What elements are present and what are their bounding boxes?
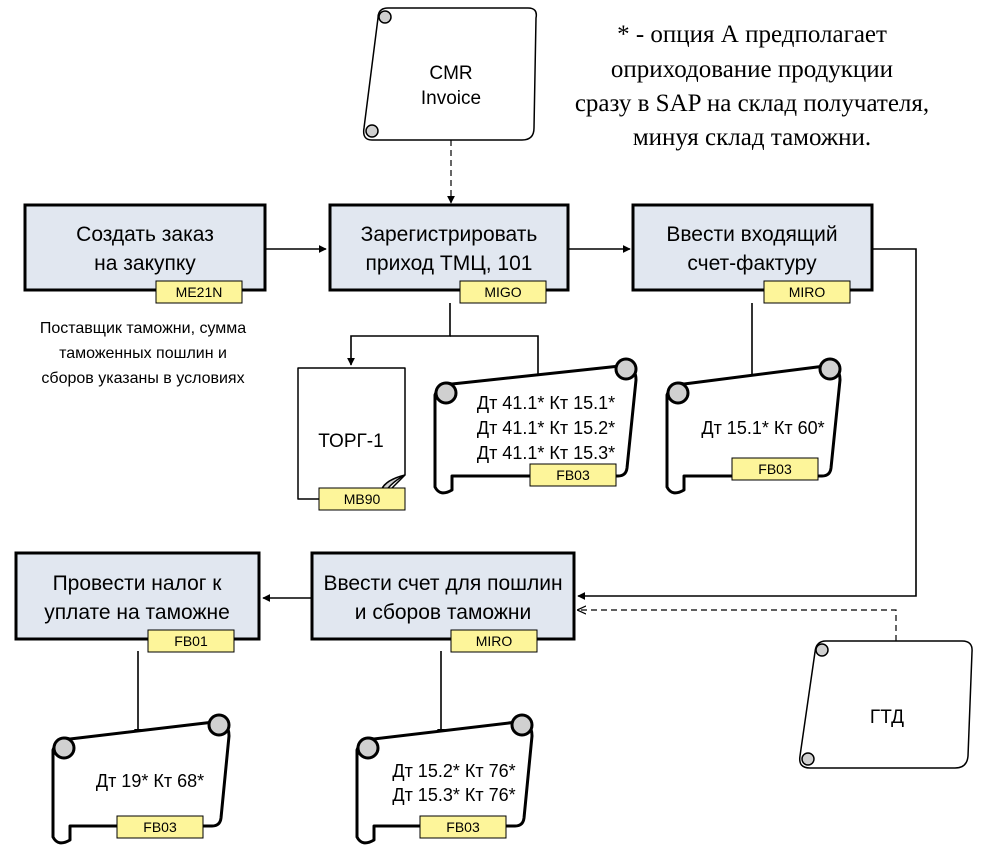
step-register-receipt: Зарегистрировать приход ТМЦ, 101 MIGO bbox=[328, 203, 570, 304]
posting-entry: Дт 15.2* Кт 76* bbox=[392, 761, 515, 781]
step-label: Зарегистрировать bbox=[361, 223, 538, 246]
step-post-customs-tax: Провести налог к уплате на таможне FB01 bbox=[14, 551, 261, 653]
scroll-curl-icon bbox=[815, 643, 829, 657]
connector-migo-to-torg bbox=[347, 303, 451, 366]
scroll-curl-icon bbox=[356, 736, 380, 760]
supplier-note-line: Поставщик таможни, сумма bbox=[40, 320, 246, 337]
scroll-curl-icon bbox=[510, 713, 534, 737]
connector-gtd-to-customs-invoice bbox=[578, 610, 897, 641]
step-label: Создать заказ bbox=[76, 223, 214, 246]
supplier-note: Поставщик таможни, сумма таможенных пошл… bbox=[40, 320, 246, 387]
step-label: Провести налог к bbox=[53, 572, 223, 595]
tcode-badge bbox=[529, 463, 617, 487]
torg1-document: ТОРГ-1 MB90 bbox=[297, 367, 406, 511]
supplier-note-line: сборов указаны в условиях bbox=[41, 370, 244, 387]
tcode-label: MIRO bbox=[789, 284, 826, 300]
torg1-label: ТОРГ-1 bbox=[318, 431, 383, 452]
posting-scroll-miro: Дт 15.1* Кт 60* FB03 bbox=[665, 357, 842, 495]
gtd-document: ГТД bbox=[798, 640, 973, 769]
connectors bbox=[134, 140, 917, 737]
tcode-label: MIGO bbox=[484, 284, 521, 300]
tcode-badge bbox=[318, 487, 406, 511]
step-label: уплате на таможне bbox=[44, 601, 230, 624]
option-note: * - опция А предполагает оприходование п… bbox=[575, 21, 929, 151]
cmr-label: CMR bbox=[429, 63, 472, 84]
tcode-badge bbox=[116, 815, 204, 839]
tcode-badge bbox=[459, 280, 547, 304]
posting-scroll-migo: Дт 41.1* Кт 15.1* Дт 41.1* Кт 15.2* Дт 4… bbox=[433, 357, 638, 495]
scroll-curl-icon bbox=[614, 357, 638, 381]
invoice-label: Invoice bbox=[421, 88, 481, 109]
scroll-curl-icon bbox=[434, 381, 458, 405]
tcode-label: FB03 bbox=[758, 461, 792, 477]
step-customs-invoice: Ввести счет для пошлин и сборов таможни … bbox=[310, 551, 576, 653]
scroll-curl-icon bbox=[818, 357, 842, 381]
process-box bbox=[328, 203, 570, 292]
scroll-curl-icon bbox=[801, 752, 815, 766]
tcode-label: MIRO bbox=[476, 633, 513, 649]
scroll-curl-icon bbox=[52, 736, 76, 760]
connector-migo-to-posting bbox=[450, 335, 542, 384]
posting-scroll-tax: Дт 19* Кт 68* FB03 bbox=[51, 713, 231, 845]
tcode-badge bbox=[731, 457, 819, 481]
scroll-curl-icon bbox=[207, 713, 231, 737]
supplier-note-line: таможенных пошлин и bbox=[59, 345, 227, 362]
option-note-line: * - опция А предполагает bbox=[617, 21, 887, 48]
scroll-curl-icon bbox=[666, 381, 690, 405]
posting-entry: Дт 15.1* Кт 60* bbox=[701, 418, 824, 438]
process-box bbox=[14, 551, 261, 641]
tcode-label: FB01 bbox=[174, 633, 208, 649]
step-create-order: Создать заказ на закупку ME21N bbox=[23, 203, 267, 304]
posting-entry: Дт 41.1* Кт 15.2* bbox=[477, 418, 615, 438]
option-note-line: минуя склад таможни. bbox=[633, 124, 871, 151]
step-label: приход ТМЦ, 101 bbox=[366, 252, 533, 275]
option-note-line: сразу в SAP на склад получателя, bbox=[575, 90, 929, 117]
tcode-badge bbox=[147, 629, 235, 653]
tcode-badge bbox=[450, 629, 538, 653]
step-label: счет-фактуру bbox=[687, 252, 817, 275]
tcode-badge bbox=[763, 280, 851, 304]
tcode-label: FB03 bbox=[556, 467, 590, 483]
tcode-label: MB90 bbox=[344, 491, 381, 507]
connector-miro-to-customs-invoice bbox=[577, 248, 917, 600]
posting-scroll-customs: Дт 15.2* Кт 76* Дт 15.3* Кт 76* FB03 bbox=[355, 713, 534, 845]
step-label: Ввести счет для пошлин bbox=[323, 572, 562, 595]
tcode-badge bbox=[419, 815, 507, 839]
posting-entry: Дт 41.1* Кт 15.1* bbox=[477, 393, 615, 413]
tcode-label: FB03 bbox=[143, 819, 177, 835]
posting-entry: Дт 15.3* Кт 76* bbox=[392, 785, 515, 805]
process-box bbox=[310, 551, 576, 641]
step-label: Ввести входящий bbox=[666, 223, 837, 246]
process-box bbox=[23, 203, 267, 292]
step-label: и сборов таможни bbox=[355, 601, 531, 624]
step-label: на закупку bbox=[94, 252, 196, 275]
cmr-invoice-document: CMR Invoice bbox=[362, 7, 538, 141]
tcode-label: ME21N bbox=[176, 284, 223, 300]
scroll-curl-icon bbox=[378, 10, 392, 24]
step-incoming-invoice: Ввести входящий счет-фактуру MIRO bbox=[631, 203, 874, 304]
posting-entry: Дт 41.1* Кт 15.3* bbox=[477, 443, 615, 463]
scroll-curl-icon bbox=[365, 124, 379, 138]
process-box bbox=[631, 203, 874, 292]
tcode-label: FB03 bbox=[446, 819, 480, 835]
tcode-badge bbox=[155, 280, 243, 304]
gtd-label: ГТД bbox=[870, 707, 904, 728]
posting-entry: Дт 19* Кт 68* bbox=[96, 771, 204, 791]
option-note-line: оприходование продукции bbox=[611, 56, 893, 83]
